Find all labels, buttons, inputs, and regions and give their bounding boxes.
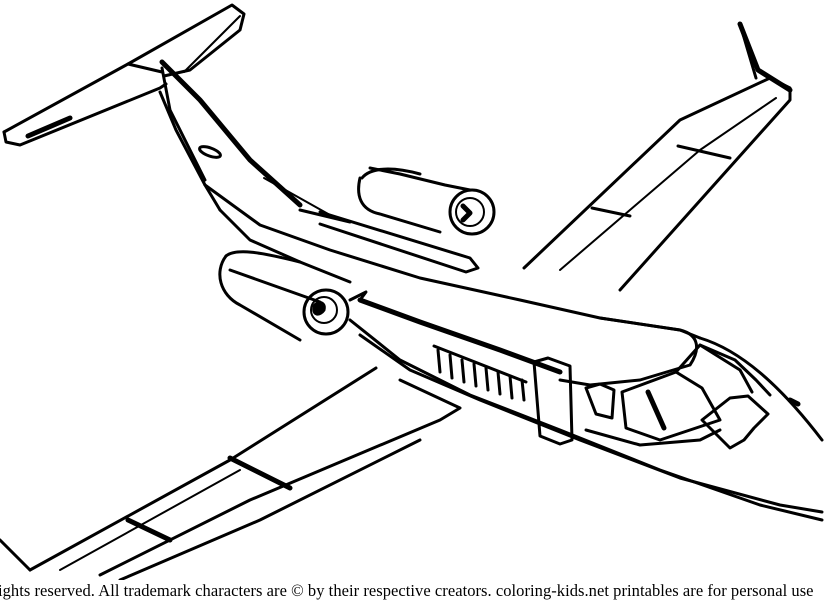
fuselage xyxy=(203,183,824,522)
copyright-footer: ights reserved. All trademark characters… xyxy=(0,581,814,600)
wing-left xyxy=(0,366,462,580)
wing-right xyxy=(522,21,793,292)
engine-left xyxy=(218,250,368,342)
tail-stabilizer xyxy=(2,3,246,147)
tail-fin xyxy=(158,59,331,216)
cockpit xyxy=(584,343,772,450)
airplane-drawing xyxy=(0,3,824,580)
engine-right xyxy=(298,166,496,274)
cabin-windows xyxy=(432,344,574,446)
